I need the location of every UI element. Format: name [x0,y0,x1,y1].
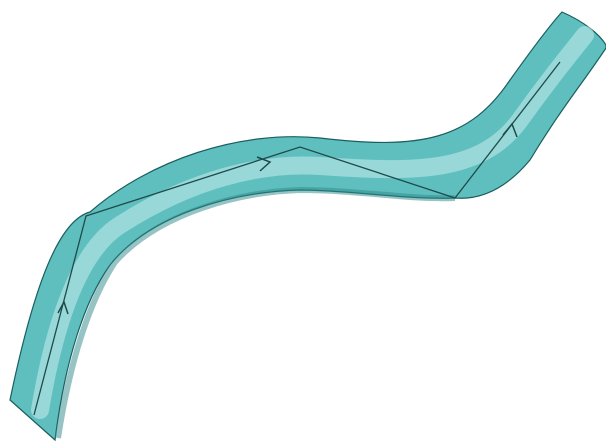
optical-fiber [10,12,606,440]
